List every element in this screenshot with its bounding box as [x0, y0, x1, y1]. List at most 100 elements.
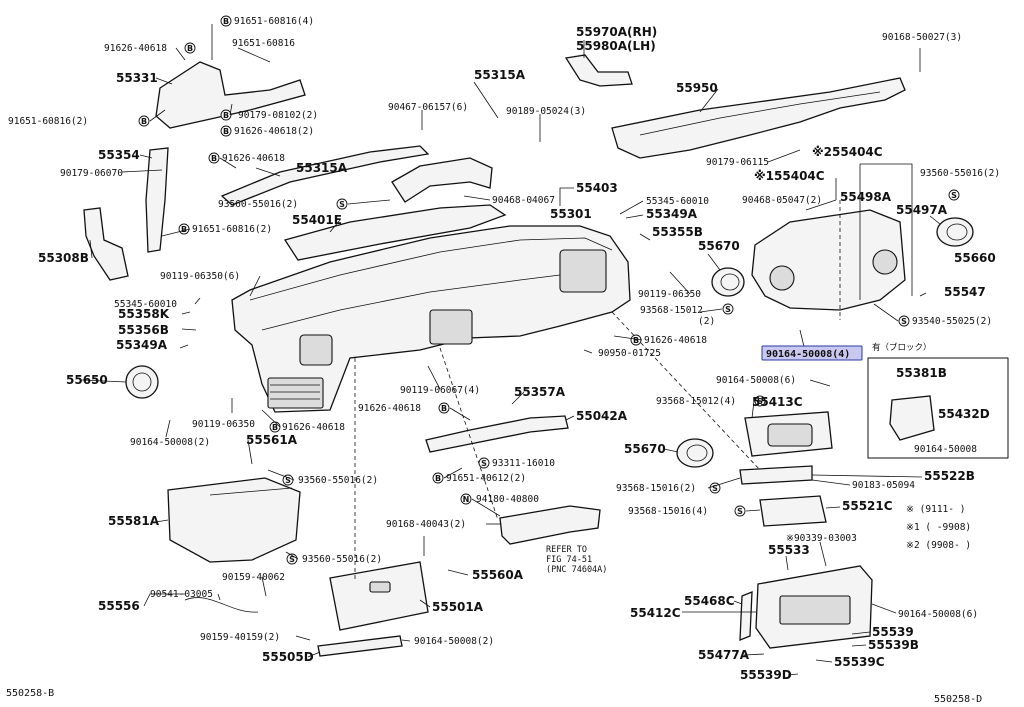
label-55539b[interactable]: 55539B	[868, 638, 919, 652]
label-90164-50008-2a[interactable]: 90164-50008(2)	[130, 437, 210, 448]
label-55345-60010-b[interactable]: 55345-60010	[114, 299, 177, 310]
label-55358k[interactable]: 55358K	[118, 307, 170, 321]
label-55533[interactable]: 55533	[768, 543, 810, 557]
label-90119-06350-a[interactable]: 90119-06350	[638, 289, 701, 300]
label-55547[interactable]: 55547	[944, 285, 986, 299]
label-55401e[interactable]: 55401E	[292, 213, 342, 227]
symbol-b-icon: B	[138, 115, 150, 127]
label-55403[interactable]: 55403	[576, 181, 618, 195]
label-93560-55016-2d[interactable]: 93560-55016(2)	[302, 554, 382, 565]
label-90468-04067[interactable]: 90468-04067	[492, 195, 555, 206]
label-94180-40800[interactable]: 94180-40800	[476, 494, 539, 505]
label-90164-50008-6b[interactable]: 90164-50008(6)	[898, 609, 978, 620]
label-90159-40159[interactable]: 90159-40159(2)	[200, 632, 280, 643]
label-55412c[interactable]: 55412C	[630, 606, 681, 620]
label-91626-40618-e[interactable]: 91626-40618	[282, 422, 345, 433]
label-155404c[interactable]: ※155404C	[754, 169, 825, 183]
label-55432d[interactable]: 55432D	[938, 407, 990, 421]
label-93311-16010[interactable]: 93311-16010	[492, 458, 555, 469]
label-90468-05047[interactable]: 90468-05047(2)	[742, 195, 822, 206]
label-55556[interactable]: 55556	[98, 599, 140, 613]
label-55357a[interactable]: 55357A	[514, 385, 566, 399]
label-55315a-mid[interactable]: 55315A	[296, 161, 348, 175]
label-93568-15012-4a[interactable]: 93568-15012(4)	[656, 396, 736, 407]
label-55521c[interactable]: 55521C	[842, 499, 893, 513]
label-90164-50008-2b[interactable]: 90164-50008(2)	[414, 636, 494, 647]
label-55331[interactable]: 55331	[116, 71, 158, 85]
label-93568-15016-4[interactable]: 93568-15016(4)	[628, 506, 708, 517]
label-90119-06350-b[interactable]: 90119-06350	[192, 419, 255, 430]
label-55970a[interactable]: 55970A(RH)	[576, 25, 657, 39]
label-91626-40618[interactable]: 91626-40618	[104, 43, 167, 54]
wire-55556	[184, 597, 259, 613]
label-55477a[interactable]: 55477A	[698, 648, 750, 662]
label-90339-03003[interactable]: ※90339-03003	[786, 533, 857, 544]
label-55497a[interactable]: 55497A	[896, 203, 948, 217]
label-55345-60010-a[interactable]: 55345-60010	[646, 196, 709, 207]
label-90541-03005[interactable]: 90541-03005	[150, 589, 213, 600]
label-55501a[interactable]: 55501A	[432, 600, 484, 614]
label-55539d[interactable]: 55539D	[740, 668, 792, 682]
label-91651-60816-2[interactable]: 91651-60816(2)	[8, 116, 88, 127]
label-91626-40618-d[interactable]: 91626-40618	[358, 403, 421, 414]
label-91651-60816[interactable]: 91651-60816	[232, 38, 295, 49]
label-55522b[interactable]: 55522B	[924, 469, 975, 483]
label-55539c[interactable]: 55539C	[834, 655, 885, 669]
label-55670-a[interactable]: 55670	[698, 239, 740, 253]
label-90164-50008-6a[interactable]: 90164-50008(6)	[716, 375, 796, 386]
label-55539[interactable]: 55539	[872, 625, 914, 639]
label-55468c[interactable]: 55468C	[684, 594, 735, 608]
label-55498a[interactable]: 55498A	[840, 190, 892, 204]
label-55561a[interactable]: 55561A	[246, 433, 298, 447]
label-90189-05024[interactable]: 90189-05024(3)	[506, 106, 586, 117]
symbol-s-icon: S	[478, 457, 490, 469]
label-255404c[interactable]: ※255404C	[812, 145, 883, 159]
label-90950-01725[interactable]: 90950-01725	[598, 348, 661, 359]
label-55505d[interactable]: 55505D	[262, 650, 314, 664]
label-55660[interactable]: 55660	[954, 251, 996, 265]
label-91651-40612[interactable]: 91651-40612(2)	[446, 473, 526, 484]
label-55950[interactable]: 55950	[676, 81, 718, 95]
label-93568-15016-2[interactable]: 93568-15016(2)	[616, 483, 696, 494]
label-93540-55025[interactable]: 93540-55025(2)	[912, 316, 992, 327]
label-90159-40062[interactable]: 90159-40062	[222, 572, 285, 583]
label-55042a[interactable]: 55042A	[576, 409, 628, 423]
svg-text:S: S	[951, 191, 957, 200]
label-55315a-top[interactable]: 55315A	[474, 68, 526, 82]
label-90179-08102[interactable]: 90179-08102(2)	[238, 110, 318, 121]
label-91626-40618-b[interactable]: 91626-40618	[222, 153, 285, 164]
label-90183-05094[interactable]: 90183-05094	[852, 480, 915, 491]
label-55354[interactable]: 55354	[98, 148, 140, 162]
label-55980a[interactable]: 55980A(LH)	[576, 39, 656, 53]
label-93560-55016-2b[interactable]: 93560-55016(2)	[920, 168, 1000, 179]
label-55650[interactable]: 55650	[66, 373, 108, 387]
label-90119-06067[interactable]: 90119-06067(4)	[400, 385, 480, 396]
label-55355b[interactable]: 55355B	[652, 225, 703, 239]
label-93560-55016-2a[interactable]: 93560-55016(2)	[218, 199, 298, 210]
label-91651-60816-4[interactable]: 91651-60816(4)	[234, 16, 314, 27]
label-55301[interactable]: 55301	[550, 207, 592, 221]
label-90164-50008-legend[interactable]: 90164-50008	[914, 444, 977, 455]
label-55670-b[interactable]: 55670	[624, 442, 666, 456]
label-90168-40043[interactable]: 90168-40043(2)	[386, 519, 466, 530]
label-90164-50008-4-highlight[interactable]: 90164-50008(4)	[766, 349, 850, 360]
label-55413c[interactable]: 55413C	[752, 395, 803, 409]
label-55381b[interactable]: 55381B	[896, 366, 947, 380]
label-55581a[interactable]: 55581A	[108, 514, 160, 528]
label-55560a[interactable]: 55560A	[472, 568, 524, 582]
label-55349a-b[interactable]: 55349A	[116, 338, 168, 352]
label-90179-06070[interactable]: 90179-06070	[60, 168, 123, 179]
label-91626-40618-2[interactable]: 91626-40618(2)	[234, 126, 314, 137]
label-90179-06115[interactable]: 90179-06115	[706, 157, 769, 168]
label-93560-55016-2c[interactable]: 93560-55016(2)	[298, 475, 378, 486]
label-93568-15012[interactable]: 93568-15012	[640, 305, 703, 316]
label-91651-60816-2b[interactable]: 91651-60816(2)	[192, 224, 272, 235]
label-55356b[interactable]: 55356B	[118, 323, 169, 337]
label-93568-15012-qty[interactable]: (2)	[698, 316, 715, 327]
label-90119-06350-6[interactable]: 90119-06350(6)	[160, 271, 240, 282]
label-55308b[interactable]: 55308B	[38, 251, 89, 265]
label-55349a-a[interactable]: 55349A	[646, 207, 698, 221]
label-91626-40618-c[interactable]: 91626-40618	[644, 335, 707, 346]
label-90467-06157[interactable]: 90467-06157(6)	[388, 102, 468, 113]
label-90168-50027[interactable]: 90168-50027(3)	[882, 32, 962, 43]
